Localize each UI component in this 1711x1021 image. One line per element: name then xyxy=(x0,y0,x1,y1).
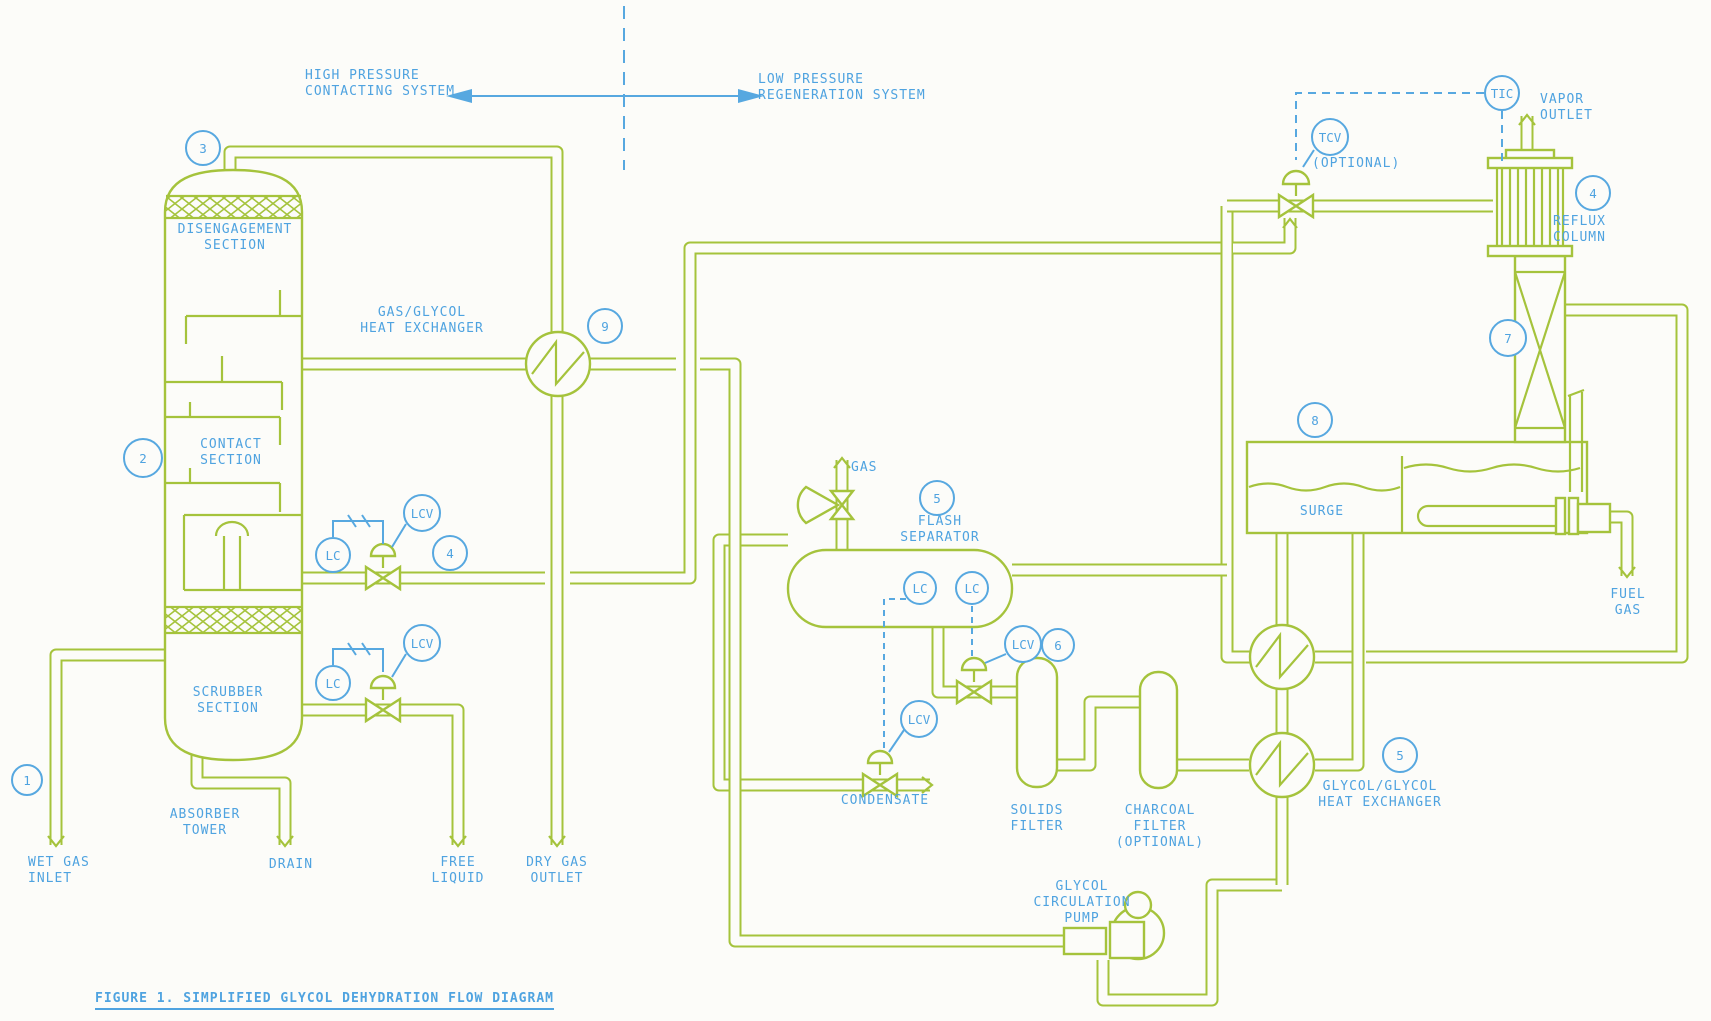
lcv-tag-scrubber xyxy=(391,653,407,678)
reflux-coil xyxy=(1486,148,1574,258)
arrow-left-head xyxy=(446,89,472,103)
stream-bubble-7: 7 xyxy=(1489,319,1527,357)
label-absorber-tower: ABSORBER TOWER xyxy=(169,807,241,838)
stream-bubble-5-hx: 5 xyxy=(1382,737,1418,773)
label-gas-glycol-hx: GAS/GLYCOL HEAT EXCHANGER xyxy=(360,305,484,336)
stream-bubble-9: 9 xyxy=(587,308,623,344)
lcv-tag-glycol xyxy=(984,653,1007,664)
stream-bubble-2: 2 xyxy=(123,438,163,478)
lc-signal-scrubber xyxy=(332,642,384,672)
chimney-cap xyxy=(214,520,250,537)
instrument-tic: TIC xyxy=(1484,75,1520,111)
instrument-lc-separator-2: LC xyxy=(955,571,989,605)
label-dry-gas-outlet: DRY GAS OUTLET xyxy=(526,855,588,886)
demister-pad-top xyxy=(166,196,301,218)
label-wet-gas-inlet: WET GAS INLET xyxy=(28,855,90,886)
label-vapor-outlet: VAPOR OUTLET xyxy=(1540,92,1593,123)
reboiler-surge-vessel xyxy=(1245,440,1612,536)
instrument-lc-contact: LC xyxy=(315,537,351,573)
label-low-pressure-system: LOW PRESSURE REGENERATION SYSTEM xyxy=(758,72,926,103)
gas-vent-valve xyxy=(828,489,856,521)
label-charcoal-filter: CHARCOAL FILTER (OPTIONAL) xyxy=(1115,803,1205,850)
instrument-lcv-condensate: LCV xyxy=(900,700,938,738)
label-free-liquid: FREE LIQUID xyxy=(431,855,485,886)
valves-layer xyxy=(364,169,1315,799)
reboiler-vent-stub xyxy=(1567,388,1585,492)
vent-horn xyxy=(796,485,841,525)
label-condensate: CONDENSATE xyxy=(840,793,930,808)
instrument-lcv-scrubber: LCV xyxy=(403,624,441,662)
stream-bubble-3: 3 xyxy=(185,130,221,166)
tower-internals xyxy=(165,290,302,592)
instrument-lc-separator-1: LC xyxy=(903,571,937,605)
glycol-glycol-hx-top-symbol xyxy=(1248,623,1316,691)
label-fuel-gas: FUEL GAS xyxy=(1610,587,1646,618)
instrument-tcv: TCV xyxy=(1311,118,1349,156)
tcv-tag-line xyxy=(1302,149,1315,168)
label-reflux-column: REFLUX COLUMN xyxy=(1553,214,1606,245)
label-contact-section: CONTACT SECTION xyxy=(200,437,262,468)
lcv-tag-condensate xyxy=(888,729,905,753)
charcoal-filter-vessel xyxy=(1138,670,1179,790)
label-scrubber-section: SCRUBBER SECTION xyxy=(192,685,264,716)
liquid-level-left xyxy=(1248,482,1401,492)
lcv-valve-scrubber xyxy=(364,696,402,724)
tcv-valve xyxy=(1277,192,1315,220)
label-drain: DRAIN xyxy=(268,857,314,872)
stream-bubble-8: 8 xyxy=(1297,402,1333,438)
label-disengagement-section: DISENGAGEMENT SECTION xyxy=(177,222,293,253)
instrument-lcv-contact: LCV xyxy=(403,494,441,532)
burner xyxy=(1576,502,1612,534)
lcv-valve-contact xyxy=(364,564,402,592)
instrument-lcv-glycol: LCV xyxy=(1004,625,1042,663)
stream-bubble-5-separator: 5 xyxy=(919,480,955,516)
stream-bubble-6: 6 xyxy=(1041,628,1075,662)
label-solids-filter: SOLIDS FILTER xyxy=(1010,803,1064,834)
label-flash-separator: FLASH SEPARATOR xyxy=(900,514,980,545)
label-high-pressure-system: HIGH PRESSURE CONTACTING SYSTEM xyxy=(305,68,456,99)
label-glycol-glycol-hx: GLYCOL/GLYCOL HEAT EXCHANGER xyxy=(1318,779,1442,810)
solids-filter-vessel xyxy=(1015,656,1059,789)
figure-caption: FIGURE 1. SIMPLIFIED GLYCOL DEHYDRATION … xyxy=(95,991,554,1010)
liquid-level-right xyxy=(1403,463,1581,473)
instrument-lines xyxy=(332,6,1503,753)
gas-glycol-heat-exchanger-symbol xyxy=(524,330,592,398)
lc-signal-condensate xyxy=(883,598,906,750)
absorber-tower-vessel xyxy=(163,168,304,762)
glycol-circulation-pump-symbol xyxy=(1062,890,1166,961)
lcv-valve-condensate xyxy=(861,771,899,799)
lc-signal-contact xyxy=(332,514,384,544)
stream-bubble-4-absorber: 4 xyxy=(432,535,468,571)
lcv-tag-contact xyxy=(391,523,407,548)
label-surge: SURGE xyxy=(1299,504,1345,519)
demister-pad-scrubber xyxy=(166,607,301,633)
flow-end-marks xyxy=(47,113,1636,848)
stream-bubble-1: 1 xyxy=(11,764,43,796)
label-tcv-optional: (OPTIONAL) xyxy=(1312,156,1401,171)
instrument-lc-scrubber: LC xyxy=(315,665,351,701)
flash-separator-vessel xyxy=(786,548,1014,629)
label-glycol-circulation-pump: GLYCOL CIRCULATION PUMP xyxy=(1033,879,1131,926)
tic-signal-line xyxy=(1295,92,1484,160)
glycol-glycol-hx-bottom-symbol xyxy=(1248,731,1316,799)
fire-tube xyxy=(1416,504,1556,528)
stream-bubble-4-reflux: 4 xyxy=(1575,175,1611,211)
lcv-valve-glycol xyxy=(955,678,993,706)
label-gas: GAS xyxy=(851,460,878,475)
arrow-right-head xyxy=(738,89,764,103)
